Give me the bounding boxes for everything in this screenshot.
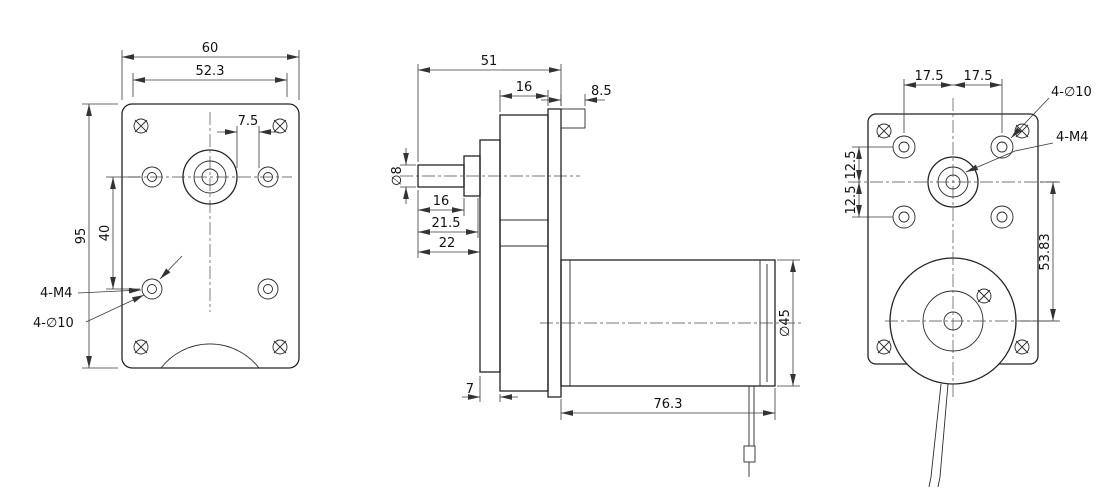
rear-vertical-pitch-dims: 12.5 12.5 (844, 146, 893, 218)
rear-motor-offset-dim: 53.83 (1020, 181, 1060, 322)
rear-pitch-right-label: 17.5 (964, 69, 993, 84)
side-view: 51 16 8.5 ∅8 16 21.5 (390, 54, 802, 477)
side-motor-wires (743, 386, 756, 477)
front-offset-dim: 7.5 (217, 114, 279, 168)
front-offset-label: 7.5 (238, 114, 259, 129)
side-step1-label: 21.5 (432, 216, 461, 231)
front-tap-callout-label: 4-M4 (40, 286, 72, 301)
front-body-outline (121, 103, 300, 369)
front-mounting-holes (141, 166, 279, 300)
front-height-label: 95 (74, 228, 89, 245)
side-internal-gear-lines (500, 219, 548, 247)
side-lip-label: 7 (466, 382, 474, 397)
front-width-dim: 60 (121, 41, 300, 100)
rear-tap-callout-label: 4-M4 (1056, 130, 1088, 145)
front-corner-screws (133, 118, 288, 355)
side-rear-tab (560, 108, 586, 129)
rear-pitch-up-label: 12.5 (844, 151, 859, 180)
rear-view: 17.5 17.5 4-∅10 4-M4 12.5 12.5 53.83 (844, 69, 1092, 488)
front-span-label: 52.3 (196, 64, 225, 79)
side-rear-step-label: 8.5 (591, 84, 612, 99)
side-shaft-length-dims: 16 21.5 22 (417, 190, 480, 258)
side-shaft-len-label: 16 (433, 194, 450, 209)
rear-corner-screws (876, 123, 1030, 355)
front-hole-spacing-dim: 40 (98, 176, 140, 290)
front-hole-spacing-label: 40 (98, 225, 113, 242)
front-view: 60 52.3 7.5 95 40 (33, 41, 300, 369)
front-height-dim: 95 (74, 103, 118, 369)
front-motor-arc (160, 343, 260, 369)
side-motor-dia-dim: ∅45 (777, 259, 800, 387)
side-back-plate (547, 108, 562, 398)
front-span-dim: 52.3 (132, 64, 288, 97)
side-motor-body (560, 259, 776, 387)
side-shaft-dia-dim: ∅8 (390, 148, 416, 204)
side-body-dim: 16 (499, 80, 549, 112)
side-rear-step-dim: 8.5 (541, 84, 612, 106)
side-front-plate (479, 139, 501, 373)
rear-pitch-left-label: 17.5 (915, 69, 944, 84)
rear-hole-callout-label: 4-∅10 (1051, 85, 1092, 100)
side-shaft-dia-label: ∅8 (390, 166, 405, 186)
side-body-label: 16 (516, 80, 533, 95)
side-motor-dia-label: ∅45 (778, 309, 793, 337)
rear-pitch-dims: 17.5 17.5 (903, 69, 1003, 133)
front-width-label: 60 (202, 41, 219, 56)
rear-callouts: 4-∅10 4-M4 (965, 85, 1092, 173)
side-motor-length-label: 76.3 (654, 397, 683, 412)
front-callouts: 4-M4 4-∅10 (33, 255, 183, 331)
side-step2-label: 22 (439, 236, 456, 251)
front-output-shaft (182, 149, 238, 205)
front-hole-callout-label: 4-∅10 (33, 316, 74, 331)
side-motor-length-dim: 76.3 (560, 388, 776, 420)
side-depth-dim: 51 (417, 54, 562, 162)
rear-motor-offset-label: 53.83 (1038, 233, 1053, 270)
rear-motor-wires (928, 383, 949, 488)
rear-pitch-down-label: 12.5 (844, 186, 859, 215)
side-gear-housing (499, 114, 549, 392)
side-depth-label: 51 (481, 54, 498, 69)
side-lip-dim: 7 (462, 376, 518, 402)
